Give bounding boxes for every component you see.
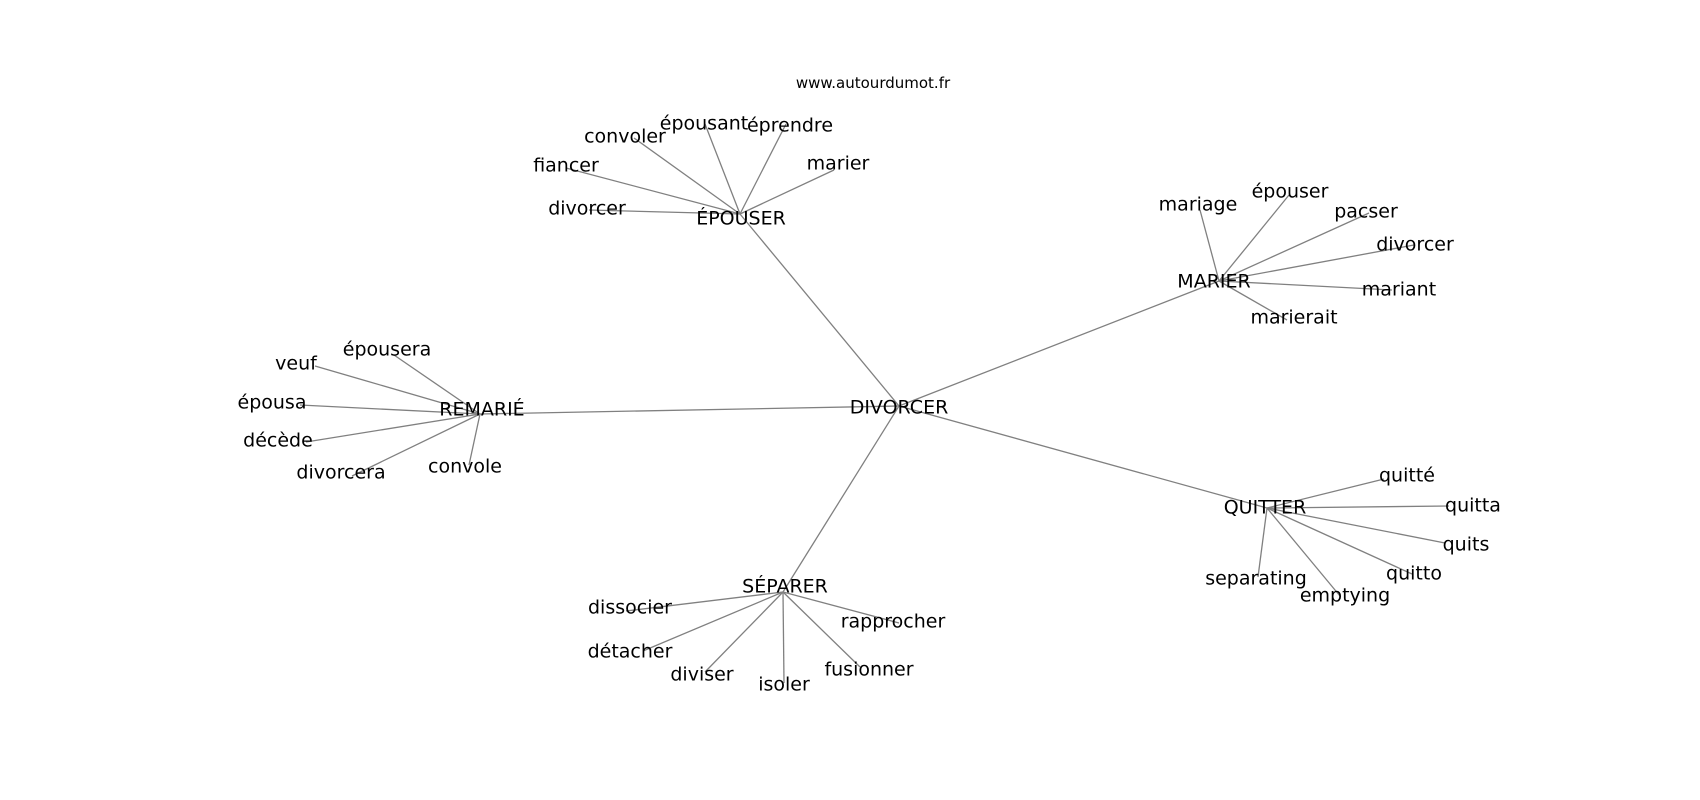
word-node-label[interactable]: quitté (1379, 465, 1435, 487)
word-node-label[interactable]: fiancer (533, 155, 599, 177)
edge-root-hub (898, 405, 1268, 509)
word-node-label[interactable]: épousant (660, 113, 748, 135)
edge-root-hub (782, 405, 900, 593)
edge-hub-word (739, 123, 787, 215)
edge-root-hub (898, 280, 1220, 407)
edge-hub-word (468, 413, 481, 466)
edge-hub-word (1218, 212, 1370, 282)
word-node-label[interactable]: pacser (1334, 201, 1398, 223)
edge-hub-word (739, 169, 835, 215)
word-node-label[interactable]: convole (428, 456, 502, 478)
edge-hub-word (1266, 505, 1450, 509)
edge-hub-word (704, 591, 784, 673)
word-node-label[interactable]: isoler (758, 674, 810, 696)
source-url: www.autourdumot.fr (796, 74, 951, 92)
word-node-label[interactable]: mariant (1362, 279, 1436, 301)
edge-hub-word (1266, 507, 1446, 544)
word-node-label[interactable]: dissocier (588, 597, 672, 619)
word-node-label[interactable]: marier (807, 153, 870, 175)
word-node-label[interactable]: décède (243, 430, 313, 452)
hub-node-label[interactable]: MARIER (1177, 271, 1250, 293)
edge-hub-word (625, 591, 784, 612)
edge-hub-word (1257, 507, 1268, 578)
word-node-label[interactable]: quitto (1386, 563, 1442, 585)
edge-hub-word (782, 591, 900, 624)
word-node-label[interactable]: mariage (1159, 194, 1238, 216)
edge-hub-word (314, 365, 481, 415)
edge-hub-word (633, 137, 741, 215)
hub-node-label[interactable]: QUITTER (1224, 497, 1307, 519)
edge-hub-word (1218, 280, 1393, 291)
word-node-label[interactable]: épousera (343, 339, 431, 361)
hub-node-label[interactable]: ÉPOUSER (696, 207, 786, 230)
word-node-label[interactable]: rapprocher (841, 611, 946, 633)
root-node-label[interactable]: DIVORCER (850, 397, 949, 419)
word-node-label[interactable]: épouser (1252, 181, 1329, 203)
edge-hub-word (351, 413, 481, 477)
edge-hub-word (299, 404, 481, 415)
word-node-label[interactable]: épousa (238, 392, 307, 414)
word-node-label[interactable]: divorcera (296, 462, 385, 484)
edge-hub-word (565, 167, 741, 215)
word-node-label[interactable]: quits (1443, 534, 1490, 556)
edge-hub-word (642, 591, 784, 652)
edge-hub-word (1199, 209, 1220, 282)
edge-hub-word (1218, 194, 1290, 282)
word-node-label[interactable]: détacher (588, 641, 673, 663)
edge-hub-word (1266, 507, 1341, 597)
word-node-label[interactable]: convoler (584, 126, 666, 148)
word-node-label[interactable]: divorcer (548, 198, 626, 220)
edge-hub-word (782, 591, 861, 668)
word-node-label[interactable]: quitta (1445, 495, 1501, 517)
edge-hub-word (305, 413, 481, 443)
word-node-label[interactable]: divorcer (1376, 234, 1454, 256)
word-node-label[interactable]: fusionner (824, 659, 913, 681)
hub-node-label[interactable]: SÉPARER (742, 575, 828, 598)
edge-hub-word (782, 591, 785, 684)
word-node-label[interactable]: marierait (1250, 307, 1337, 329)
word-node-label[interactable]: veuf (275, 353, 318, 375)
edge-hub-word (1266, 478, 1385, 509)
hub-node-label[interactable]: REMARIÉ (439, 398, 524, 421)
edge-hub-word (1266, 507, 1413, 575)
word-node-label[interactable]: éprendre (747, 115, 833, 137)
graph-edges (299, 123, 1450, 684)
word-node-label[interactable]: emptying (1300, 585, 1390, 607)
edge-root-hub (739, 213, 900, 407)
edge-hub-word (1218, 280, 1288, 321)
graph-labels: www.autourdumot.fr DIVORCER ÉPOUSER divorc… (238, 74, 1501, 696)
word-node-label[interactable]: diviser (670, 664, 733, 686)
word-node-label[interactable]: separating (1205, 568, 1307, 590)
edge-root-hub (479, 405, 900, 415)
edge-hub-word (704, 123, 741, 215)
edge-hub-word (1218, 244, 1415, 282)
edge-hub-word (588, 209, 741, 215)
edge-hub-word (393, 354, 481, 415)
